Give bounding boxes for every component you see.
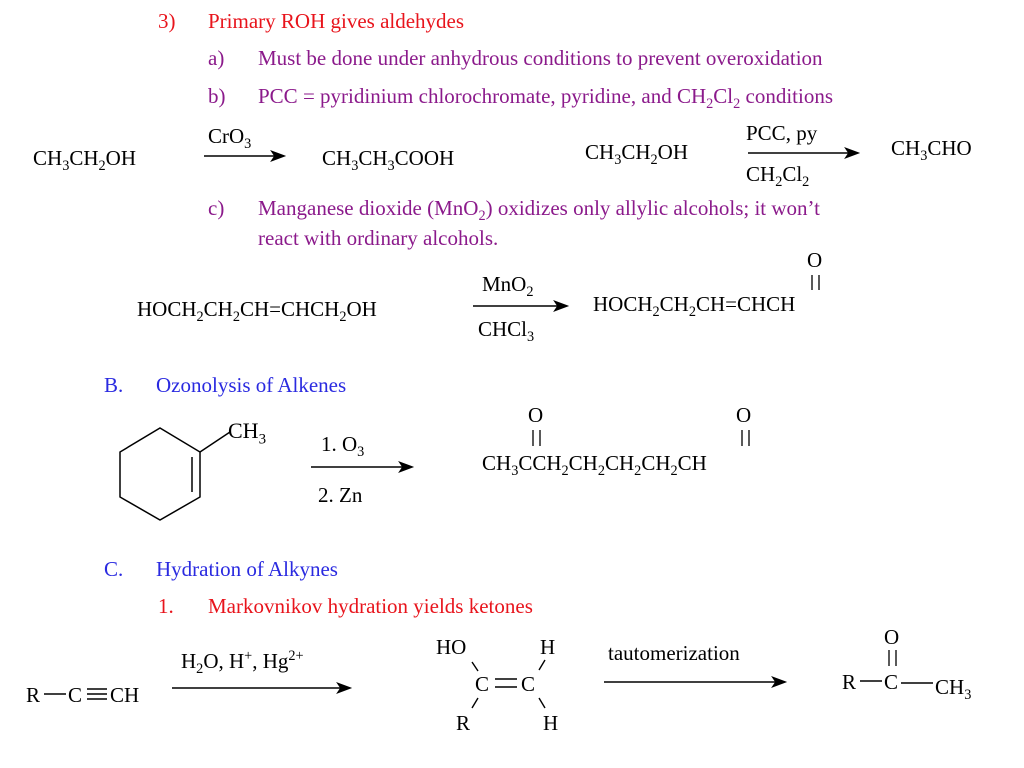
enol-h-bottom: H bbox=[543, 711, 559, 735]
ozonolysis-product: CH3CCH2CH2CH2CH2CH bbox=[482, 451, 707, 480]
enol-c-right: C bbox=[521, 672, 536, 696]
section-b-title: Ozonolysis of Alkenes bbox=[156, 373, 347, 397]
hydration-reagent: H2O, H+, Hg2+ bbox=[181, 648, 304, 678]
ozonolysis-step2: 2. Zn bbox=[318, 483, 363, 507]
sub-a-marker: a) bbox=[208, 46, 225, 70]
ketone-carbon: C bbox=[884, 670, 899, 694]
sub-c-text-line2: react with ordinary alcohols. bbox=[258, 226, 499, 250]
cro3-reactant: CH3CH2OH bbox=[33, 146, 136, 175]
section-c-title: Hydration of Alkynes bbox=[156, 557, 338, 581]
arrow-mno2 bbox=[473, 299, 570, 313]
carbonyl-bond-ketone bbox=[888, 650, 897, 666]
ozonolysis-product-oxygen-left: O bbox=[528, 403, 544, 427]
pcc-product: CH3CHO bbox=[891, 136, 972, 165]
ketone-oxygen: O bbox=[884, 625, 900, 649]
section-c-item1-text: Markovnikov hydration yields ketones bbox=[208, 594, 533, 618]
tautomerization-label: tautomerization bbox=[608, 641, 740, 665]
enol-ho: HO bbox=[436, 635, 467, 659]
sub-c-marker: c) bbox=[208, 196, 225, 220]
alkyne-r: R bbox=[26, 683, 41, 707]
ozonolysis-step1: 1. O3 bbox=[321, 432, 365, 461]
pcc-reagent-top: PCC, py bbox=[746, 121, 818, 145]
mno2-product-oxygen: O bbox=[807, 248, 823, 272]
cro3-product: CH3CH3COOH bbox=[322, 146, 455, 175]
mno2-reagent-bottom: CHCl3 bbox=[478, 317, 535, 346]
arrow-pcc bbox=[748, 146, 861, 160]
item-number-3: 3) bbox=[158, 9, 176, 33]
sub-c-text-line1: Manganese dioxide (MnO2) oxidizes only a… bbox=[258, 196, 820, 225]
mno2-reagent-top: MnO2 bbox=[482, 272, 534, 301]
carbonyl-bond-mno2 bbox=[811, 275, 820, 290]
enol-r: R bbox=[456, 711, 471, 735]
sub-b-text: PCC = pyridinium chlorochromate, pyridin… bbox=[258, 84, 833, 113]
pcc-reagent-bottom: CH2Cl2 bbox=[746, 162, 810, 191]
ketone-bonds bbox=[860, 680, 933, 684]
enol-bonds bbox=[471, 659, 546, 709]
section-c-marker: C. bbox=[104, 557, 124, 581]
arrow-cro3 bbox=[204, 149, 287, 163]
mno2-product: HOCH2CH2CH=CHCH bbox=[593, 292, 796, 321]
carbonyl-bond-ozonolysis-right bbox=[741, 430, 750, 446]
mno2-reactant: HOCH2CH2CH=CHCH2OH bbox=[137, 297, 377, 326]
pcc-reactant: CH3CH2OH bbox=[585, 140, 688, 169]
alkyne-c1: C bbox=[68, 683, 83, 707]
ozonolysis-product-oxygen-right: O bbox=[736, 403, 752, 427]
alkyne-ch: CH bbox=[110, 683, 140, 707]
sub-b-marker: b) bbox=[208, 84, 226, 108]
section-b-marker: B. bbox=[104, 373, 124, 397]
ketone-methyl: CH3 bbox=[935, 675, 972, 704]
arrow-tautomerization bbox=[604, 675, 788, 689]
enol-h-top: H bbox=[540, 635, 556, 659]
arrow-hydration bbox=[172, 681, 353, 695]
section-c-item1-number: 1. bbox=[158, 594, 174, 618]
enol-c-left: C bbox=[475, 672, 490, 696]
arrow-ozonolysis bbox=[311, 460, 415, 474]
ketone-r: R bbox=[842, 670, 857, 694]
carbonyl-bond-ozonolysis-left bbox=[532, 430, 541, 446]
cro3-reagent: CrO3 bbox=[208, 124, 252, 153]
sub-a-text: Must be done under anhydrous conditions … bbox=[258, 46, 823, 70]
alkyne-bonds bbox=[44, 688, 107, 700]
methyl-substituent: CH3 bbox=[228, 418, 267, 448]
item-3-text: Primary ROH gives aldehydes bbox=[208, 9, 465, 33]
cyclohexene-ring bbox=[119, 427, 231, 521]
